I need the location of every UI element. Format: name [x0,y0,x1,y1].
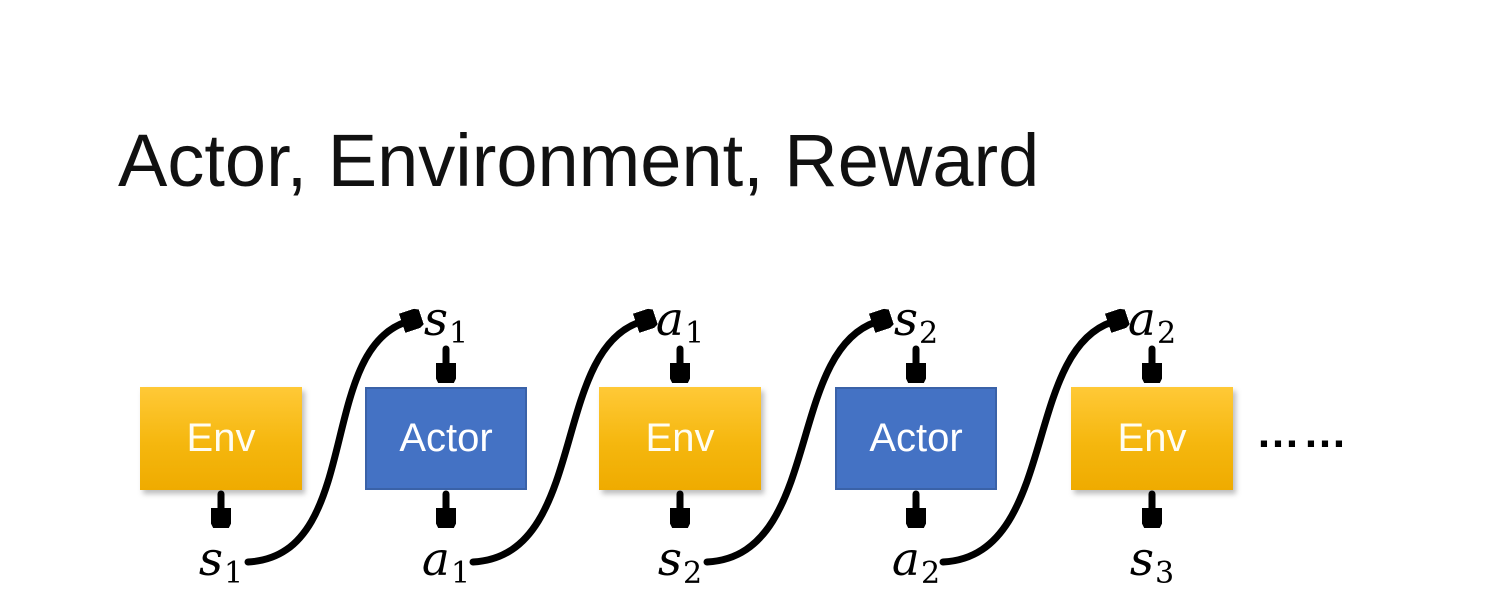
env-box-2-label: Env [645,416,715,460]
top-label-a1: a1 [655,292,705,352]
actor-box-1-label: Actor [399,416,493,460]
env-box-1: Env [140,387,302,490]
bottom-label-a1: a1 [421,532,471,592]
slide-title: Actor, Environment, Reward [118,119,1040,202]
top-label-s2: s2 [893,292,939,352]
env-box-3: Env [1071,387,1233,490]
bottom-label-s2: s2 [657,532,703,592]
bottom-label-s3: s3 [1129,532,1175,592]
env-box-1-label: Env [186,416,256,460]
actor-box-2-label: Actor [869,416,963,460]
bottom-label-a2: a2 [891,532,941,592]
actor-box-2: Actor [835,387,997,490]
top-label-a2: a2 [1127,292,1177,352]
continuation-ellipsis: …… [1256,408,1350,457]
top-label-s1: s1 [423,292,469,352]
bottom-label-s1: s1 [198,532,244,592]
env-box-3-label: Env [1117,416,1187,460]
actor-box-1: Actor [365,387,527,490]
env-box-2: Env [599,387,761,490]
